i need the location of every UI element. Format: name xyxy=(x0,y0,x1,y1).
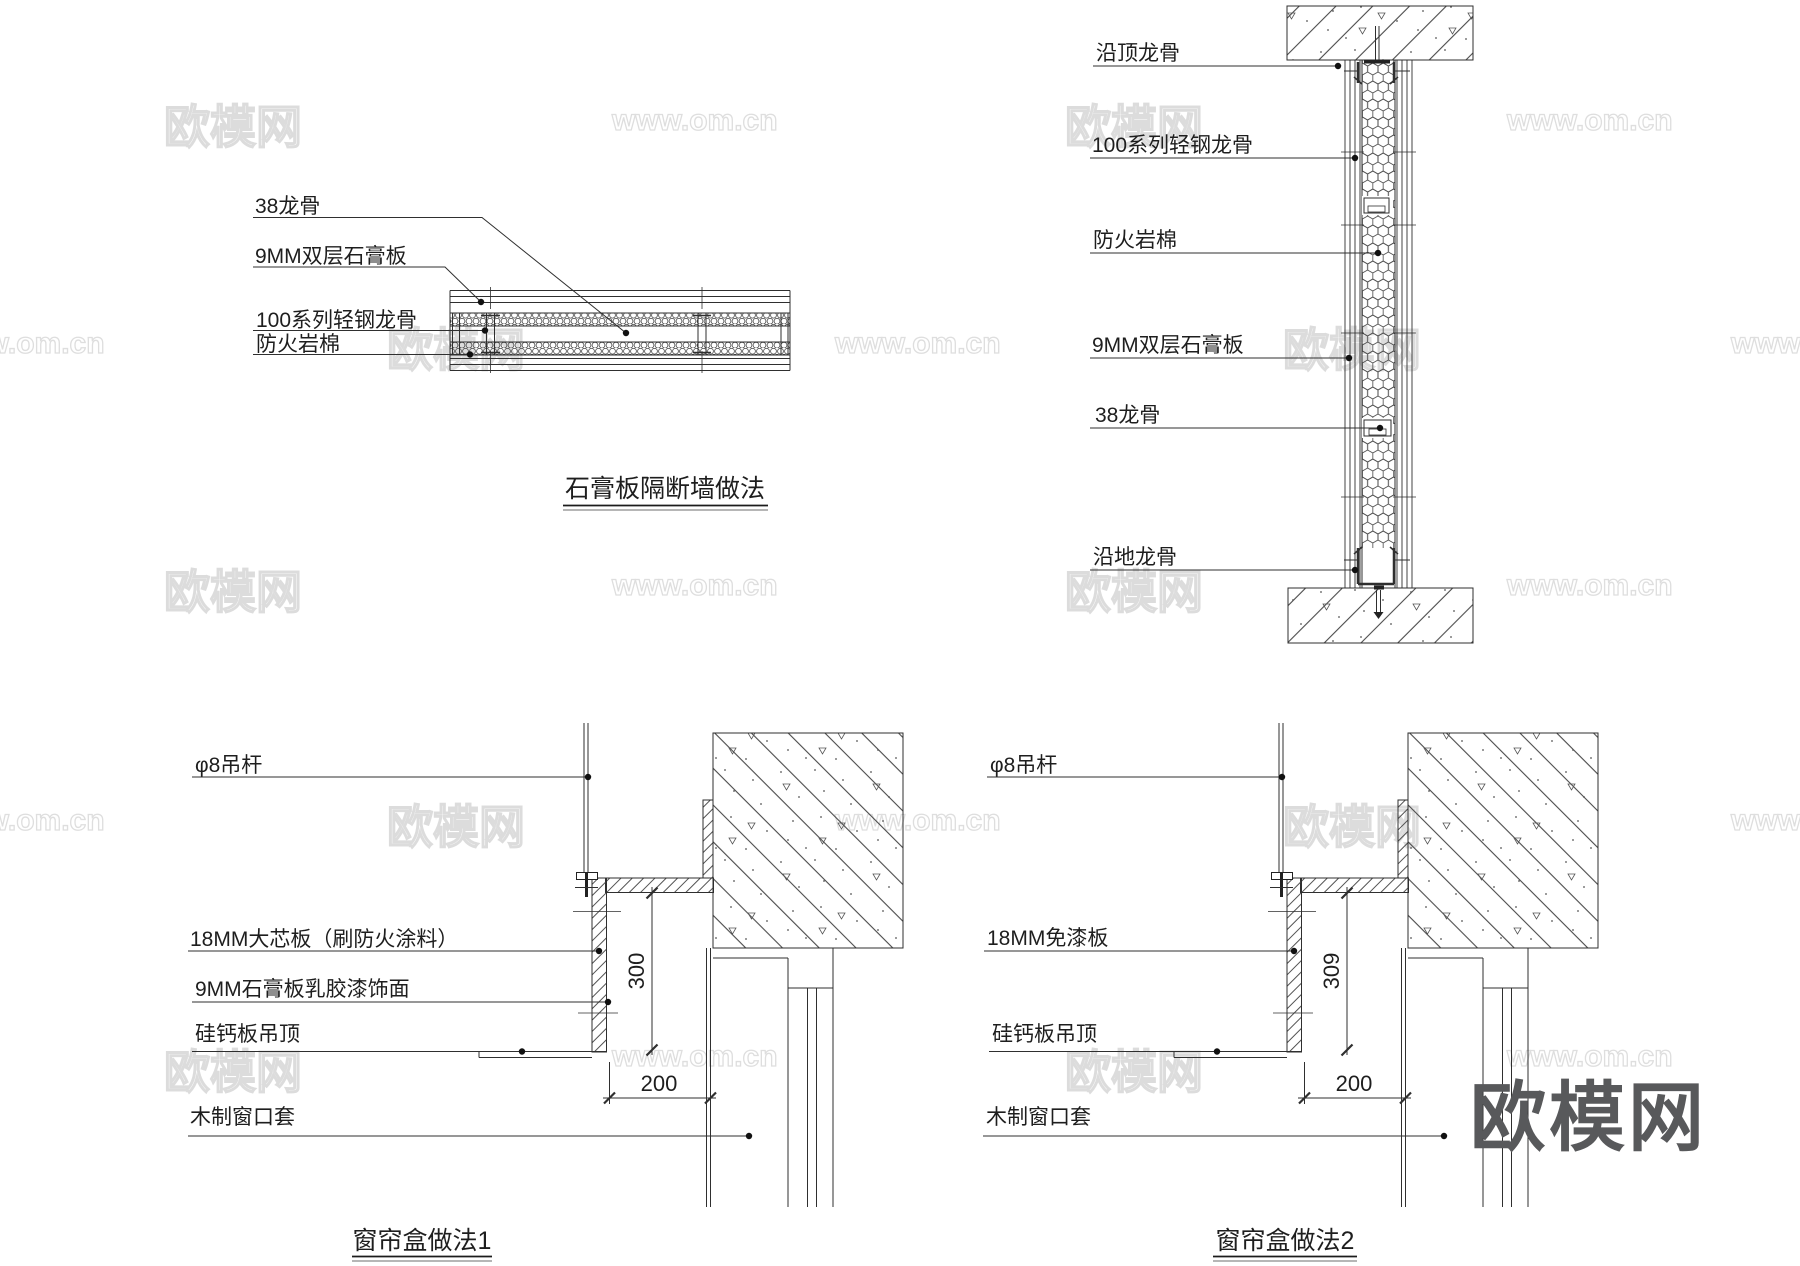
watermark-brand: 欧模网 xyxy=(1283,324,1421,376)
label-window-trim: 木制窗口套 xyxy=(190,1106,295,1129)
label-hanger-rod: φ8吊杆 xyxy=(195,754,262,777)
detail-curtain-box-2-text: φ8吊杆 18MM免漆板 硅钙板吊顶 木制窗口套 309 200 窗帘盒做法2 xyxy=(986,754,1372,1255)
label-window-trim: 木制窗口套 xyxy=(986,1106,1091,1129)
watermark-brand: 欧模网 xyxy=(164,566,302,618)
detail-curtain-box-2 xyxy=(983,773,1448,1262)
watermark-brand: 欧模网 xyxy=(387,801,525,853)
site-logo: 欧模网 xyxy=(1470,1076,1707,1161)
watermark-url: www.om.cn xyxy=(611,1040,778,1073)
dim-width-200: 200 xyxy=(1336,1071,1373,1096)
detail-curtain-box-1 xyxy=(188,773,753,1262)
label-ceiling-board: 硅钙板吊顶 xyxy=(195,1023,300,1046)
watermark-brand: 欧模网 xyxy=(1065,566,1203,618)
watermark-brand: 欧模网 xyxy=(1065,1046,1203,1098)
detail-title-partition-plan: 石膏板隔断墙做法 xyxy=(565,475,765,503)
curtain-box-1-geometry xyxy=(477,721,905,1209)
watermark-url: www.om.cn xyxy=(0,804,105,837)
label-gypsum-face: 9MM石膏板乳胶漆饰面 xyxy=(195,978,410,1001)
label-rockwool: 防火岩棉 xyxy=(256,333,340,356)
label-rockwool: 防火岩棉 xyxy=(1093,229,1177,252)
watermark-url: www.om.cn xyxy=(0,327,105,360)
watermark-url: www.om.cn xyxy=(1730,327,1800,360)
watermark-brand: 欧模网 xyxy=(1065,101,1203,153)
detail-partition-section xyxy=(1090,5,1474,644)
label-double-gypsum: 9MM双层石膏板 xyxy=(1092,334,1244,357)
watermark-url: www.om.cn xyxy=(1506,1040,1673,1073)
watermark-url: www.om.cn xyxy=(1730,804,1800,837)
watermark-url: www.om.cn xyxy=(834,327,1001,360)
label-floor-keel: 沿地龙骨 xyxy=(1093,546,1177,569)
detail-partition-section-text: 沿顶龙骨 100系列轻钢龙骨 防火岩棉 9MM双层石膏板 38龙骨 沿地龙骨 xyxy=(1092,42,1253,569)
watermark-url: www.om.cn xyxy=(611,104,778,137)
dim-height-300: 300 xyxy=(624,953,649,990)
label-ceiling-board: 硅钙板吊顶 xyxy=(992,1023,1097,1046)
label-38-keel: 38龙骨 xyxy=(1095,404,1160,427)
dim-height-309: 309 xyxy=(1319,953,1344,990)
detail-title-curtain-box-1: 窗帘盒做法1 xyxy=(353,1227,492,1255)
watermark-url: www.om.cn xyxy=(611,569,778,602)
watermark-brand: 欧模网 xyxy=(164,101,302,153)
dim-width-200: 200 xyxy=(641,1071,678,1096)
label-steel-keel-100: 100系列轻钢龙骨 xyxy=(256,309,417,332)
label-core-board: 18MM大芯板（刷防火涂料） xyxy=(190,928,458,951)
label-top-keel: 沿顶龙骨 xyxy=(1096,42,1180,65)
watermark-url: www.om.cn xyxy=(1506,569,1673,602)
detail-partition-plan xyxy=(253,217,791,511)
label-double-gypsum: 9MM双层石膏板 xyxy=(255,245,407,268)
label-38-keel: 38龙骨 xyxy=(255,195,320,218)
watermark-url: www.om.cn xyxy=(1506,104,1673,137)
detail-curtain-box-1-text: φ8吊杆 18MM大芯板（刷防火涂料） 9MM石膏板乳胶漆饰面 硅钙板吊顶 木制… xyxy=(190,754,677,1255)
detail-partition-plan-text: 38龙骨 9MM双层石膏板 100系列轻钢龙骨 防火岩棉 石膏板隔断墙做法 xyxy=(255,195,765,503)
watermark-brand: 欧模网 xyxy=(164,1046,302,1098)
label-hanger-rod: φ8吊杆 xyxy=(990,754,1057,777)
label-steel-keel-100: 100系列轻钢龙骨 xyxy=(1092,134,1253,157)
detail-title-curtain-box-2: 窗帘盒做法2 xyxy=(1216,1227,1355,1255)
label-paint-free-board: 18MM免漆板 xyxy=(987,927,1108,950)
